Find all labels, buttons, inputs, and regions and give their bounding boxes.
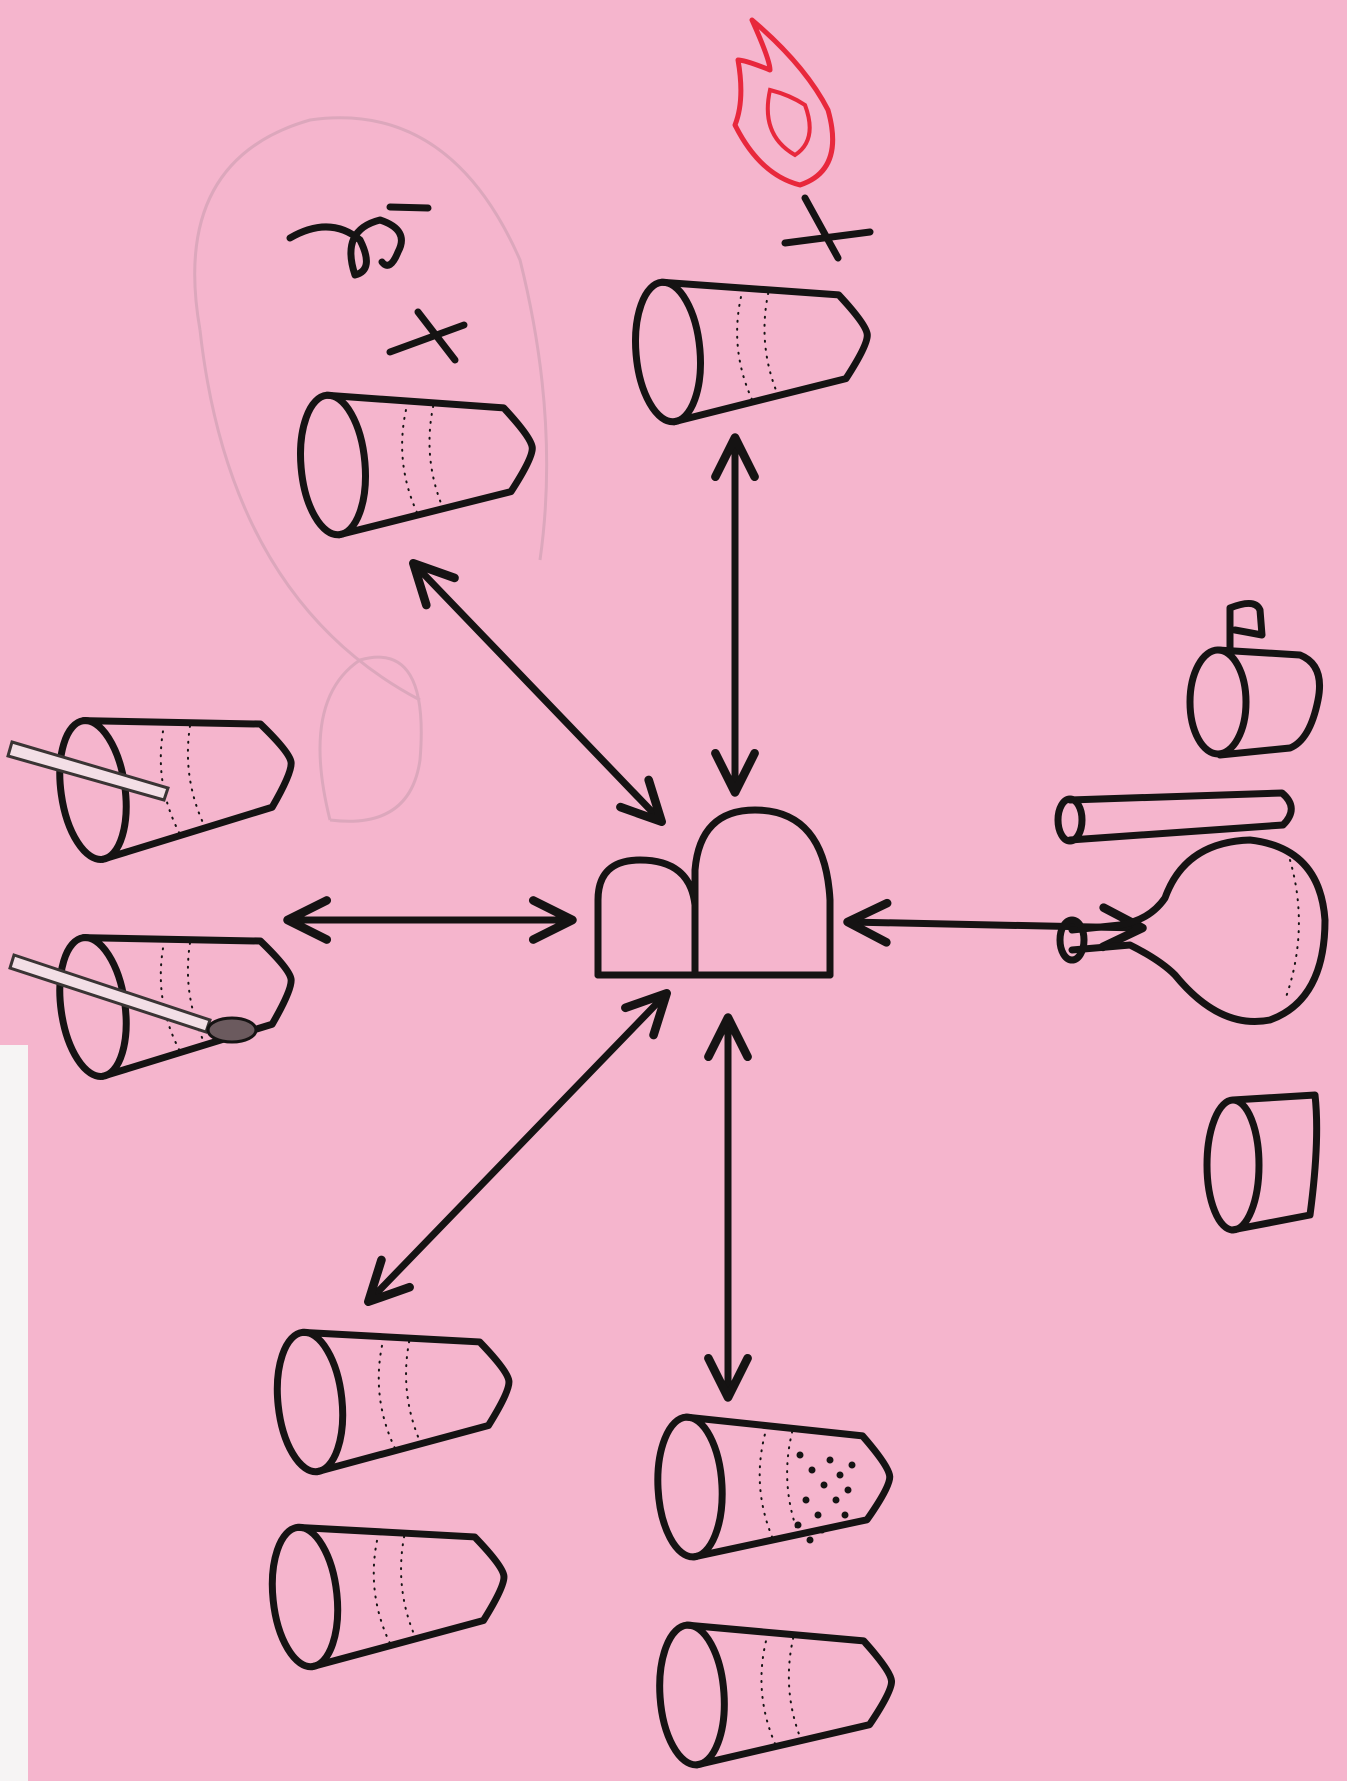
cup-with-spoon-icon [10, 910, 301, 1081]
tilted-cup-icon [266, 1506, 511, 1669]
branch-bottom-left [266, 1311, 516, 1669]
tilted-cup-icon [271, 1311, 516, 1474]
tilted-cup-icon [655, 1611, 896, 1767]
branch-bottom [654, 1407, 896, 1767]
arrow-center-top-left [415, 565, 660, 820]
arrow-center-bottom-left [370, 995, 665, 1300]
mug-icon [1190, 603, 1320, 755]
round-flask-icon [1060, 840, 1325, 1022]
tube-icon [1058, 793, 1291, 841]
branch-left [8, 693, 301, 1081]
branch-top [630, 20, 873, 425]
tilted-cup-icon [630, 265, 873, 425]
x-mark-icon [785, 198, 870, 258]
cup-with-stick-icon [8, 693, 301, 864]
x-mark-icon [390, 312, 464, 360]
arrows [290, 440, 1140, 1395]
squiggle-icon [290, 207, 428, 275]
double-arch-housing-icon [598, 810, 830, 975]
tilted-cup-icon [295, 378, 538, 538]
small-cup-icon [1207, 1095, 1317, 1230]
branch-right [1058, 603, 1325, 1230]
flame-icon [735, 20, 833, 185]
dotted-cup-icon [654, 1407, 893, 1559]
branch-top-left [290, 207, 538, 538]
